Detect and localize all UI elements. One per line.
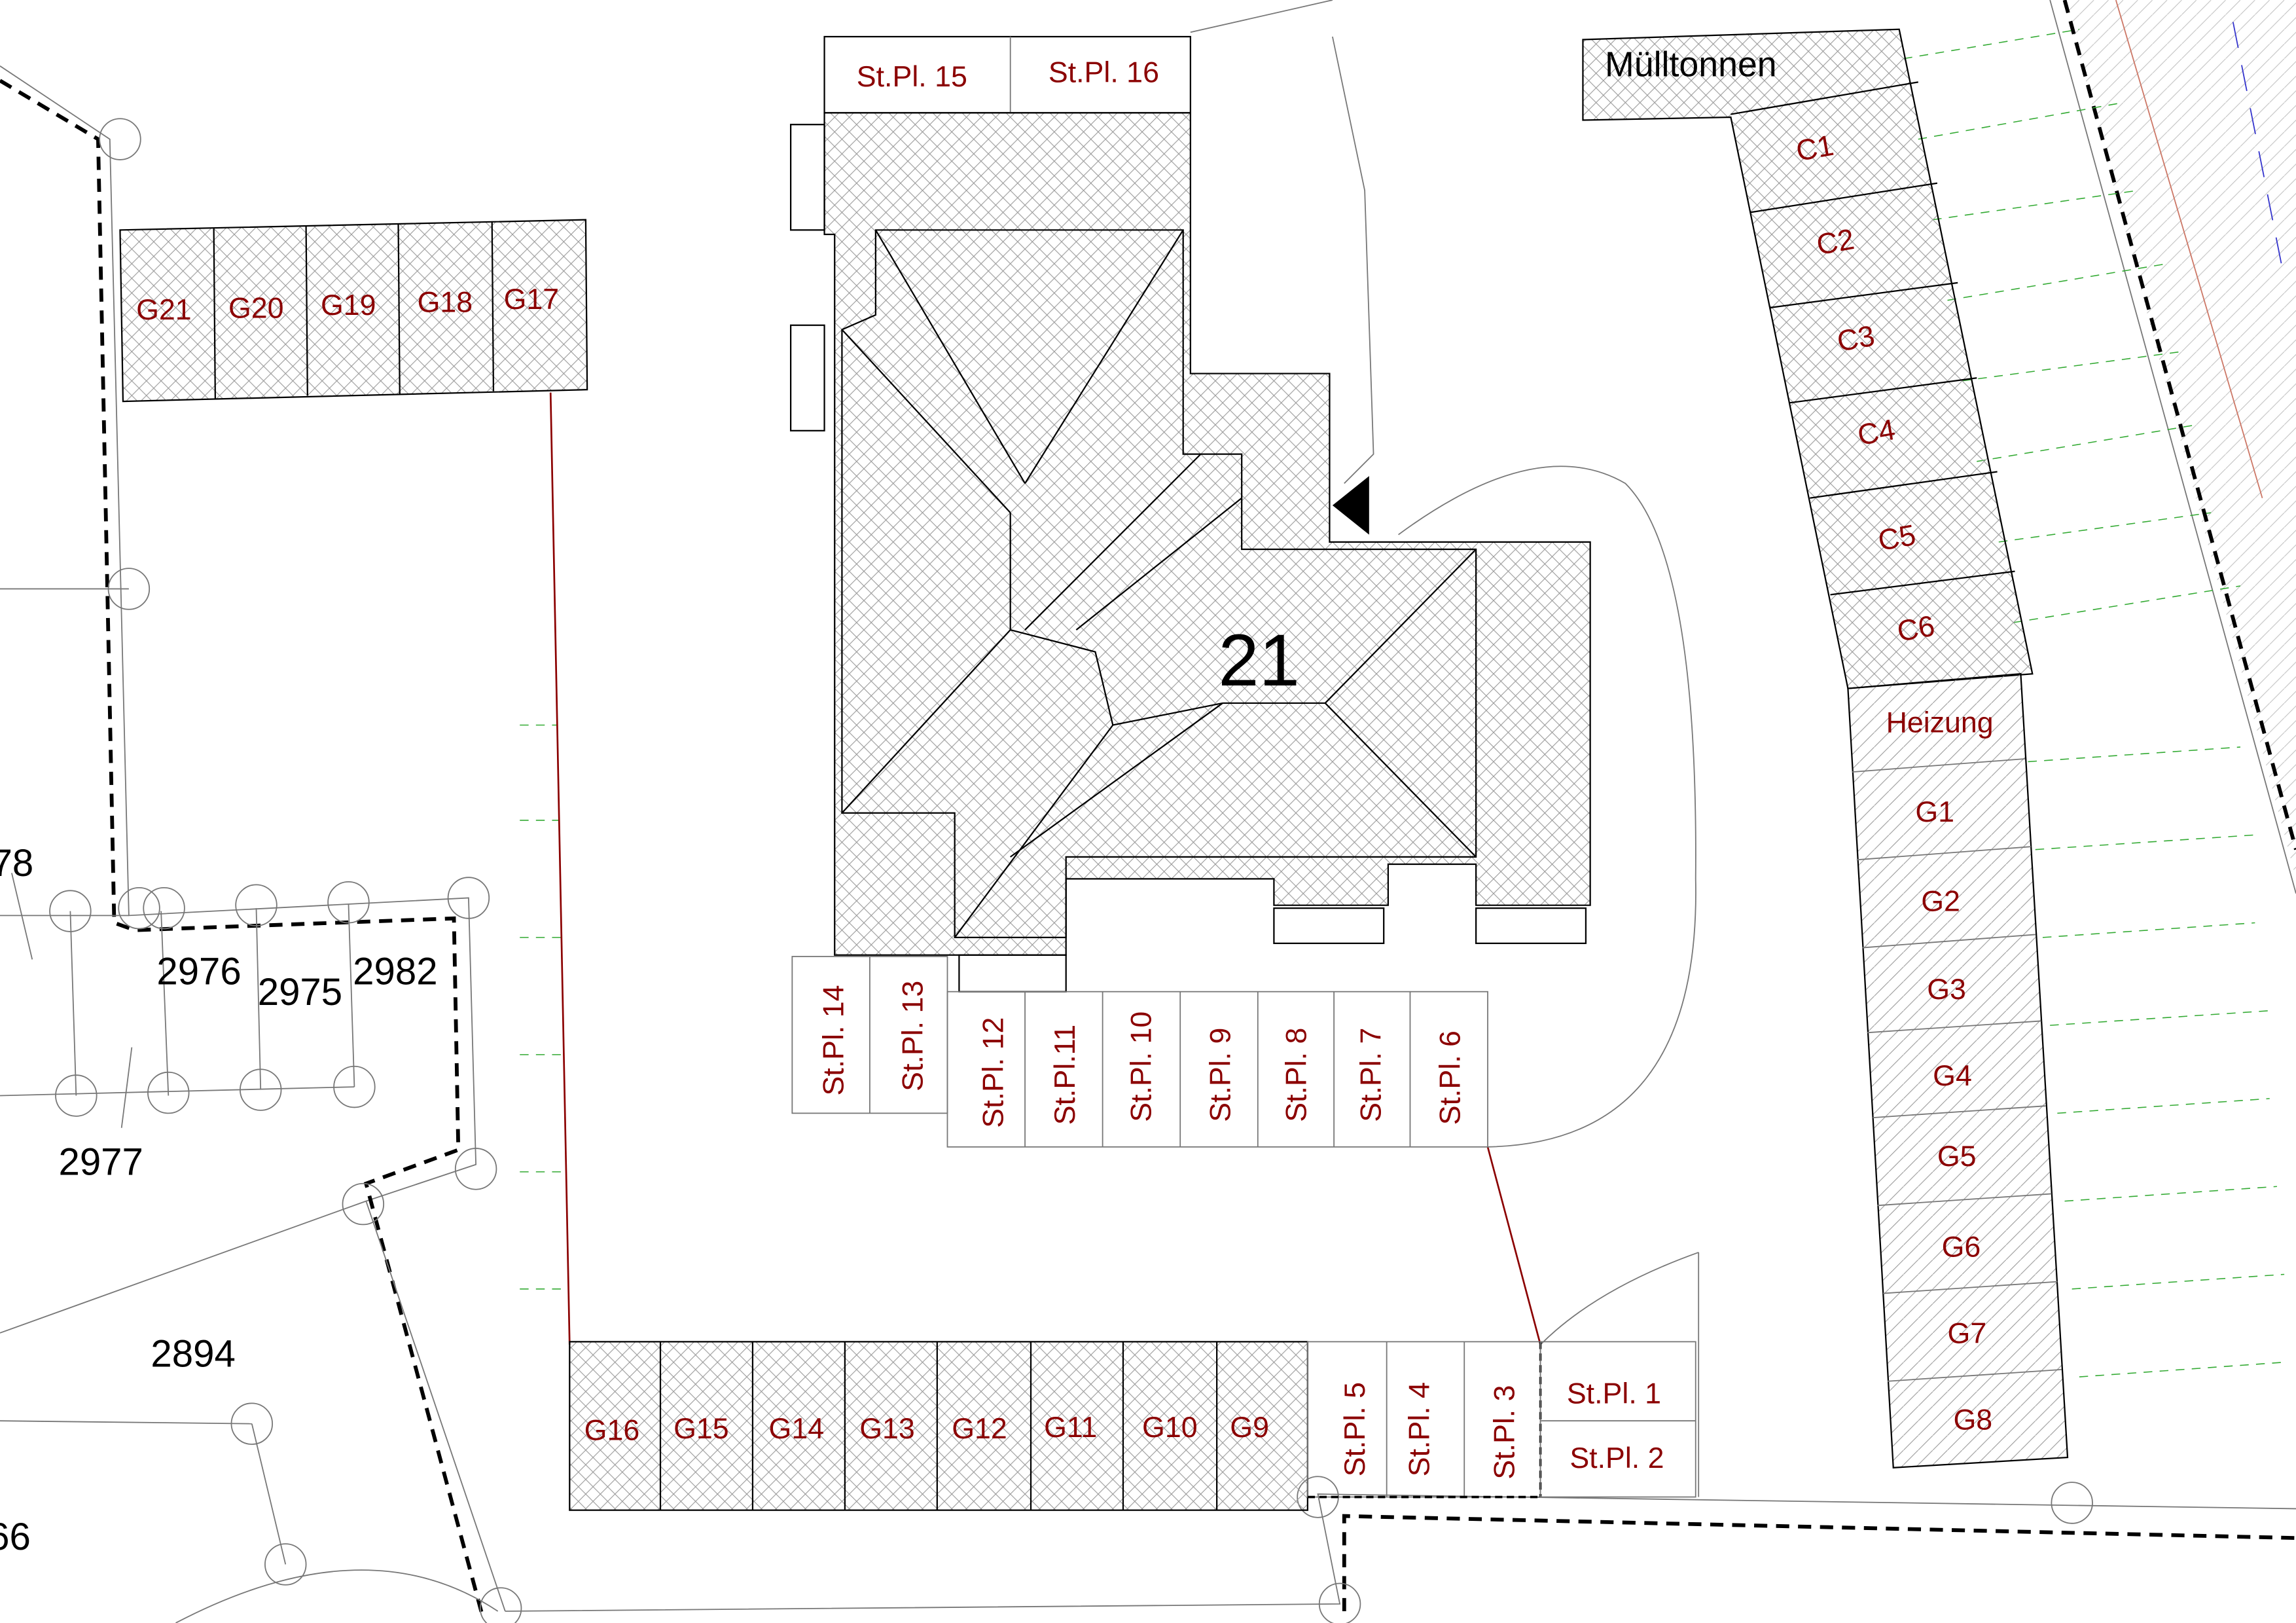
carport-label: C2: [1814, 223, 1857, 261]
carport-label: C4: [1855, 413, 1897, 452]
building-21: [789, 112, 1591, 993]
carport-label: C6: [1895, 610, 1937, 648]
parking-label: St.Pl. 1: [1567, 1377, 1661, 1410]
garage-label: G11: [1044, 1411, 1097, 1444]
parking-label: St.Pl. 9: [1204, 1028, 1236, 1122]
parcel-number: 2977: [58, 1140, 143, 1183]
path: [1190, 0, 1333, 33]
carport-label: C3: [1835, 319, 1877, 358]
garage-label: G1: [1915, 795, 1954, 828]
garage-label: G20: [228, 292, 284, 325]
carport-label: C1: [1793, 129, 1836, 168]
garage-label: G10: [1142, 1411, 1198, 1444]
carports: [1582, 28, 2034, 689]
garage-label: G21: [136, 293, 192, 326]
parcel-number: 2982: [353, 950, 437, 993]
parking-label: St.Pl. 6: [1434, 1030, 1467, 1125]
garage-label: G19: [321, 289, 376, 321]
parking-label: St.Pl. 15: [857, 60, 967, 93]
parking-bottom: [1306, 1341, 1696, 1499]
garage-label: G18: [418, 286, 473, 319]
parcel-number: 2976: [156, 950, 241, 993]
carport-label: C5: [1876, 519, 1918, 557]
parcel-number: 2975: [258, 971, 342, 1013]
parking-label: St.Pl. 8: [1280, 1028, 1313, 1122]
parking-label: St.Pl.11: [1049, 1025, 1081, 1125]
parking-label: St.Pl. 12: [977, 1017, 1010, 1128]
street-strip: [2049, 0, 2296, 894]
garages-right: [1847, 672, 2069, 1468]
parcel-number: 66: [0, 1516, 31, 1558]
garage-label: G7: [1948, 1317, 1987, 1350]
garages-bottom: [569, 1341, 1308, 1511]
property-line: [549, 392, 571, 1345]
garage-label: G12: [952, 1412, 1007, 1445]
property-line: [1486, 1146, 1541, 1345]
parking-label: St.Pl. 2: [1570, 1442, 1664, 1474]
building-number: 21: [1218, 619, 1299, 701]
parking-label: St.Pl. 3: [1488, 1385, 1520, 1479]
garage-label: G15: [673, 1412, 729, 1445]
driveway-edge: [1539, 1252, 1699, 1345]
garage-label: G6: [1942, 1231, 1981, 1264]
garage-label: G8: [1953, 1404, 1992, 1436]
parking-label: St.Pl. 16: [1049, 56, 1159, 88]
parking-label: St.Pl. 13: [896, 981, 929, 1091]
parking-middle: [791, 956, 1488, 1148]
parcel-number: 78: [0, 842, 33, 884]
garage-label: G13: [859, 1412, 915, 1445]
garage-label: G14: [769, 1412, 825, 1445]
parking-label: St.Pl. 14: [817, 985, 850, 1095]
parking-label: St.Pl. 4: [1403, 1382, 1436, 1476]
garage-label: G3: [1927, 973, 1966, 1006]
garage-label: G2: [1921, 885, 1960, 918]
vegetation-lines: [520, 29, 2285, 1377]
entrance-arrow-icon: [1332, 476, 1369, 535]
garage-label: G4: [1933, 1059, 1972, 1092]
garage-label: G5: [1937, 1140, 1977, 1173]
waste-area-label: Mülltonnen: [1605, 45, 1777, 84]
garages-top: [119, 219, 588, 403]
garage-label: G17: [504, 283, 560, 316]
parking-label: St.Pl. 5: [1338, 1382, 1371, 1476]
parcel-number: 2894: [151, 1332, 235, 1375]
driveway: [1398, 465, 1696, 1148]
path: [1332, 36, 1374, 484]
parking-label: St.Pl. 10: [1124, 1012, 1157, 1122]
parking-label: St.Pl. 7: [1355, 1028, 1388, 1122]
garage-label: G16: [584, 1413, 640, 1446]
parcel-boundaries: [0, 65, 2296, 1623]
heating-label: Heizung: [1886, 706, 1994, 739]
garage-label: G9: [1230, 1411, 1269, 1444]
